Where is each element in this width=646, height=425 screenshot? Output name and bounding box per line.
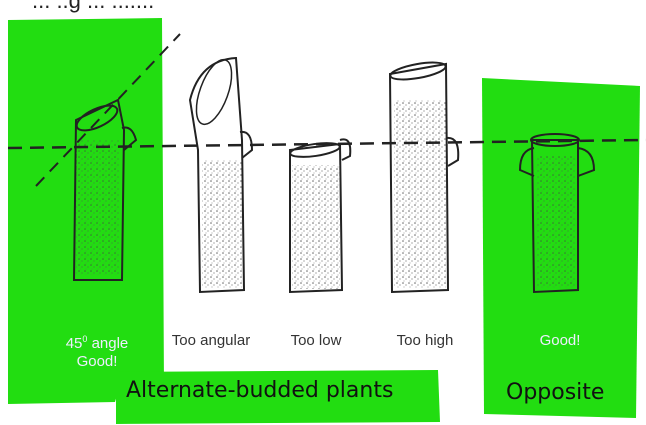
caption-opposite-good: Good! — [520, 332, 600, 350]
caption-too-high: Too high — [380, 332, 470, 350]
caption-45-angle: 450 angle Good! — [52, 330, 142, 371]
label-opposite: Opposite — [506, 380, 604, 405]
label-alternate-budded: Alternate-budded plants — [126, 378, 393, 403]
title-fragment: ... ..g ... ....... — [32, 0, 154, 14]
stem-too-high — [389, 59, 458, 292]
stem-too-angular — [189, 55, 252, 292]
stem-too-low — [289, 139, 350, 292]
caption-too-low: Too low — [276, 332, 356, 350]
caption-too-angular: Too angular — [156, 332, 266, 350]
